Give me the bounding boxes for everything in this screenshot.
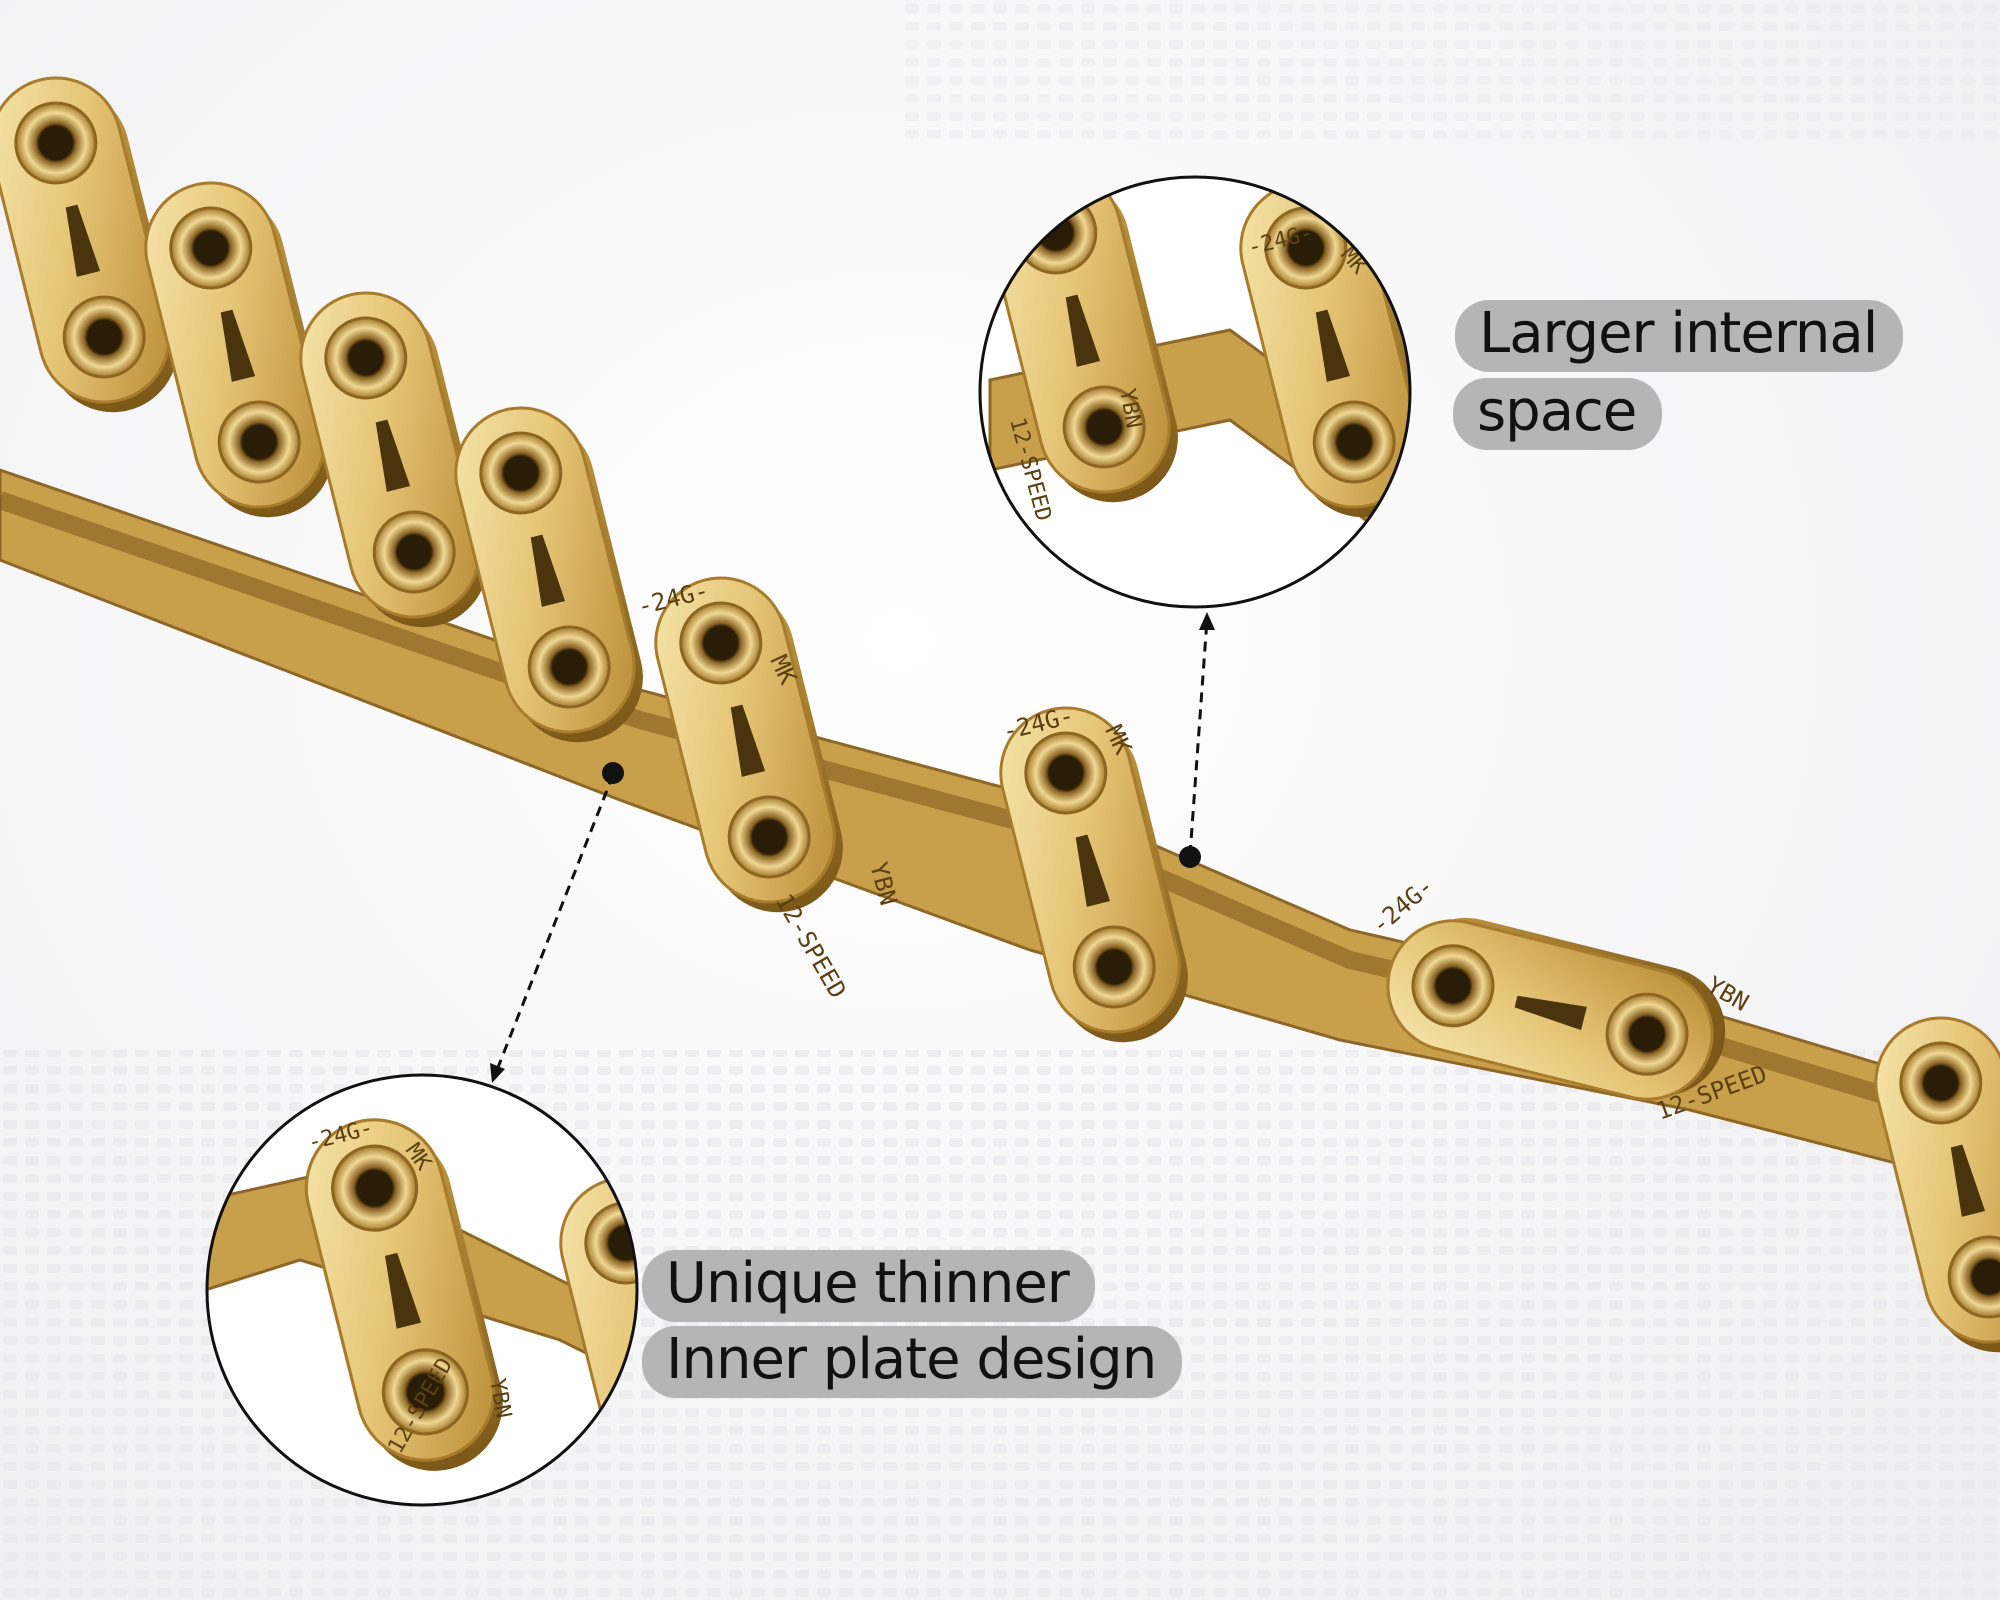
plate-mark-speed: 12-SPEED (770, 889, 852, 1003)
leader-dot-bottom (602, 762, 624, 784)
magnifier-inner-plate: -24G- MK YBN 12-SPEED (205, 1073, 639, 1507)
callout-top-line-1: Larger internal (1455, 300, 1904, 372)
leader-dot-top (1179, 846, 1201, 868)
callout-bottom-line-2: Inner plate design (642, 1326, 1183, 1398)
callout-top-line-2: space (1453, 378, 1663, 450)
callout-leaders (490, 612, 1215, 1083)
callout-bottom-line-1: Unique thinner (642, 1250, 1095, 1322)
magnifier-inner-space: -24G- MK YBN 12-SPEED (978, 175, 1412, 609)
